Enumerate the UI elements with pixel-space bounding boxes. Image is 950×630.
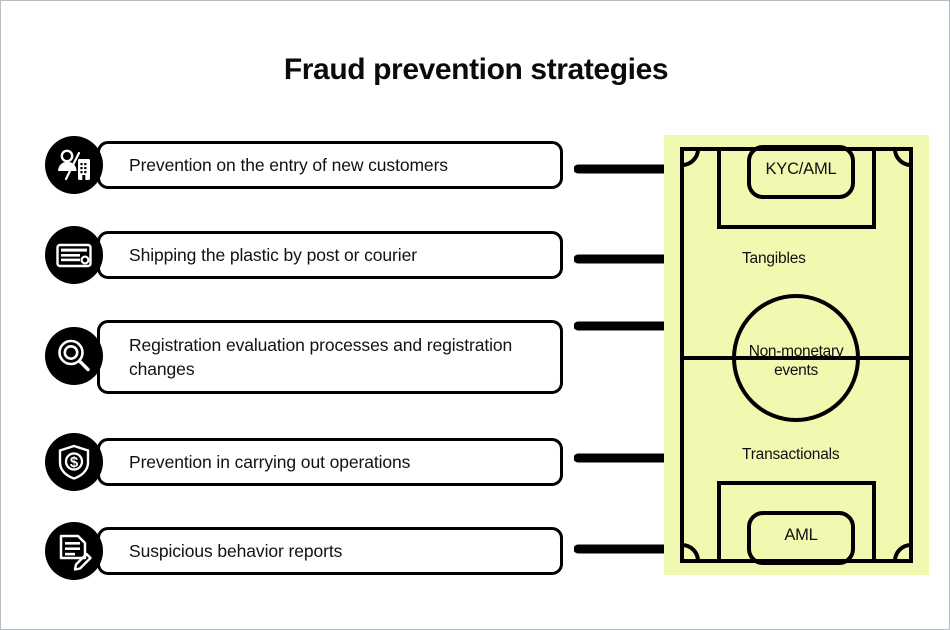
non-monetary-line-1: Non-monetary — [748, 343, 844, 360]
svg-text:$: $ — [70, 454, 79, 471]
pitch-markings — [680, 145, 913, 565]
corner-arc-bottom-left — [681, 543, 700, 562]
strategy-label: Prevention on the entry of new customers — [129, 154, 448, 175]
person-building-icon — [45, 136, 103, 194]
strategy-label: Suspicious behavior reports — [129, 540, 343, 561]
strategy-box-1[interactable]: Prevention on the entry of new customers — [97, 141, 563, 189]
document-pencil-icon — [45, 522, 103, 580]
credit-card-icon — [45, 226, 103, 284]
magnifier-icon — [45, 327, 103, 385]
page-title: Fraud prevention strategies — [283, 53, 669, 86]
corner-arc-bottom-right — [893, 543, 912, 562]
kyc-aml-label: KYC/AML — [765, 160, 837, 178]
bottom-goal-box — [747, 511, 855, 565]
pitch-svg — [664, 135, 929, 575]
strategy-box-5[interactable]: Suspicious behavior reports — [97, 527, 563, 575]
football-pitch-panel: KYC/AML AML Non-monetary events Tangible… — [664, 135, 929, 575]
strategy-label: Shipping the plastic by post or courier — [129, 244, 417, 265]
non-monetary-line-2: events — [774, 362, 818, 380]
centre-circle — [732, 294, 860, 422]
strategy-box-3[interactable]: Registration evaluation processes and re… — [97, 320, 563, 394]
corner-arc-top-right — [893, 148, 912, 167]
tangibles-label: Tangibles — [742, 250, 806, 267]
strategy-label: Prevention in carrying out operations — [129, 451, 411, 472]
shield-dollar-icon: $ — [45, 433, 103, 491]
non-monetary-events-label: Non-monetary events — [736, 342, 856, 381]
strategy-box-2[interactable]: Shipping the plastic by post or courier — [97, 231, 563, 279]
corner-arc-top-left — [681, 148, 700, 167]
strategy-box-4[interactable]: Prevention in carrying out operations — [97, 438, 563, 486]
pitch-background — [664, 135, 929, 575]
transactionals-label: Transactionals — [742, 446, 840, 463]
top-goal-box — [747, 145, 855, 199]
strategy-label: Registration evaluation processes and re… — [129, 334, 513, 379]
aml-label: AML — [784, 526, 818, 544]
